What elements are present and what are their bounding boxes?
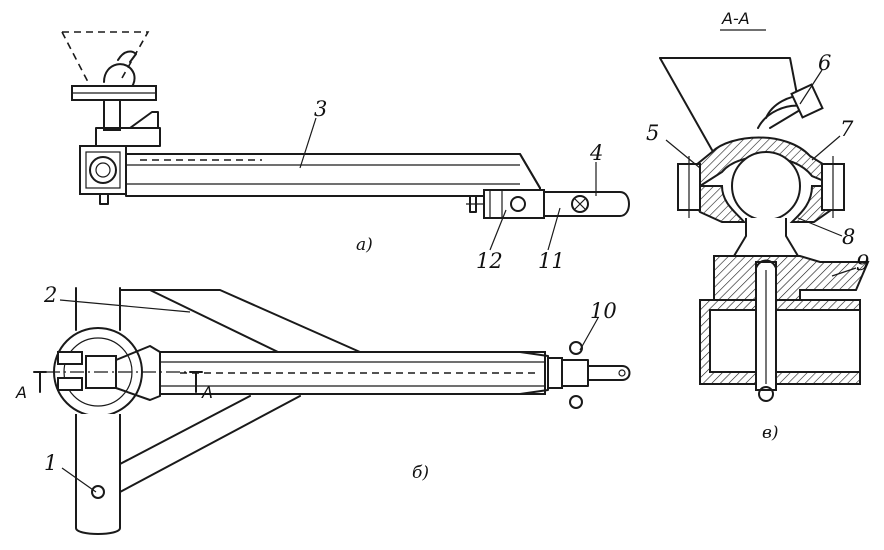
caption-view-b: б) xyxy=(412,463,429,483)
leader-lines xyxy=(59,69,857,493)
callout-4: 4 xyxy=(589,141,603,165)
callout-11: 11 xyxy=(538,249,565,273)
callout-6: 6 xyxy=(818,51,831,75)
view-a xyxy=(61,31,630,219)
section-mark-right: А xyxy=(201,383,213,402)
callout-12: 12 xyxy=(476,249,503,273)
callout-9: 9 xyxy=(856,251,869,275)
callout-2: 2 xyxy=(43,283,57,307)
caption-view-a: а) xyxy=(356,235,373,255)
section-mark-left: А xyxy=(15,383,27,402)
callout-1: 1 xyxy=(44,451,57,475)
callout-10: 10 xyxy=(590,299,617,323)
caption-view-v: в) xyxy=(762,423,779,443)
view-v-section xyxy=(659,57,870,402)
callout-5: 5 xyxy=(646,121,659,145)
callout-8: 8 xyxy=(842,225,855,249)
callout-7: 7 xyxy=(840,117,854,141)
callout-3: 3 xyxy=(314,97,327,121)
view-b xyxy=(33,287,631,535)
section-title: А-А xyxy=(721,9,750,28)
